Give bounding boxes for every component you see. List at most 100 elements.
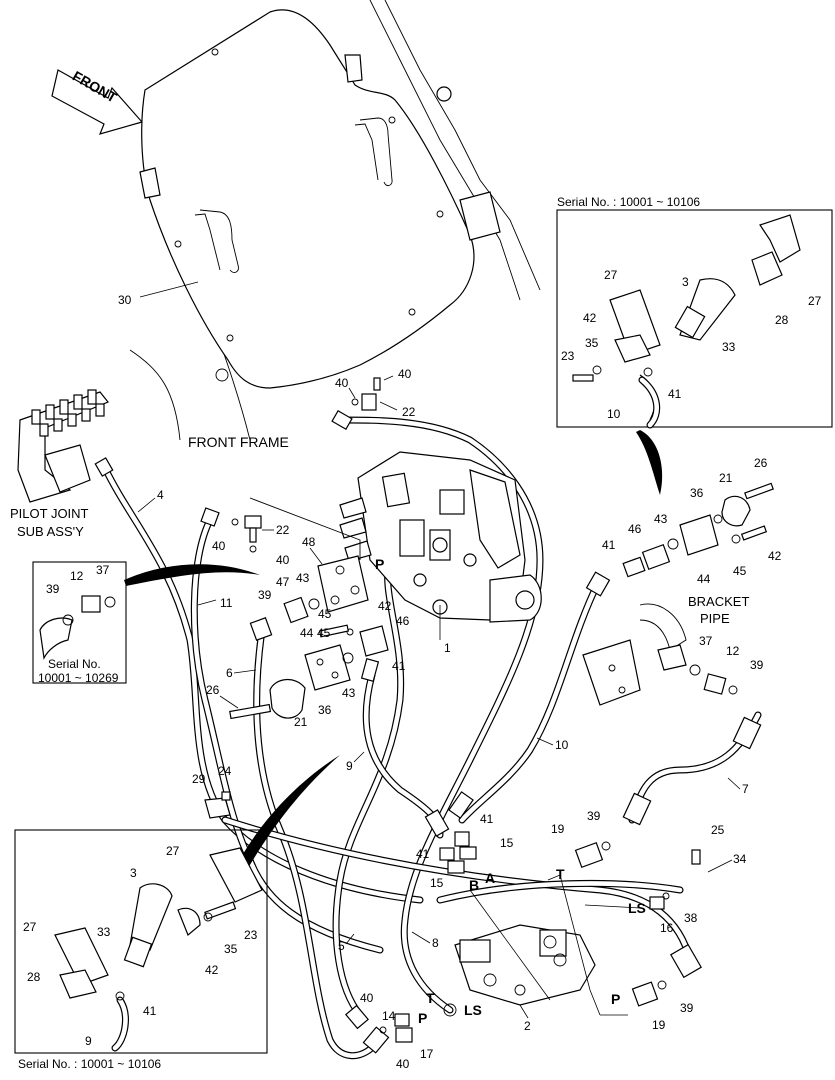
part-9-label-a: 9 [346,759,353,773]
part-30-label: 30 [118,293,132,307]
part-27-label-c: 27 [166,844,180,858]
flange-group-left: 44 45 46 41 43 36 21 26 6 11 4 [137,488,410,729]
front-frame-label: FRONT FRAME [188,434,289,450]
part-46-label-b: 46 [628,522,642,536]
port-p-label-c: P [611,991,620,1007]
fittings-14-17: 14 40 40 17 5 8 [338,931,439,1071]
serial-bottom-left: Serial No. : 10001 ~ 10106 [18,1057,161,1071]
part-28-label-a: 28 [775,313,789,327]
part-37-label-a: 37 [96,563,110,577]
part-42-label-c: 42 [768,549,782,563]
inset-serial-10269: 39 12 37 Serial No. 10001 ~ 10269 [32,561,127,685]
hose-fittings [94,409,762,1054]
part-39-label-c: 39 [750,658,764,672]
port-t-label-a: T [426,990,435,1006]
inset-pointer-top-right [636,430,663,495]
serial-left-1: Serial No. [48,657,101,671]
part-1-label: 1 [444,641,451,655]
part-8-label: 8 [432,936,439,950]
part-44-label-b: 44 [697,572,711,586]
part-3-label-b: 3 [130,866,137,880]
part-41-label-a: 41 [392,659,406,673]
part-39-label-d: 39 [587,809,601,823]
part-37-label-b: 37 [699,634,713,648]
part-27-label-a: 27 [604,268,618,282]
part-48-label: 48 [302,535,316,549]
inset-serial-10106-bottom: 27 3 33 27 28 23 35 42 41 9 Serial No. :… [14,829,268,1071]
fittings-15-ab: 41 15 41 15 B A [416,812,514,893]
front-arrow: FRONT [51,68,144,135]
part-41-label-e: 41 [416,847,430,861]
part-6-label: 6 [226,666,233,680]
part-40-label-b: 40 [398,367,412,381]
inset-pointer-bottom-left [234,755,340,875]
part-42-label-b: 42 [583,311,597,325]
part-19-label-b: 19 [652,1018,666,1032]
part-34-label: 34 [733,852,747,866]
pipe-label: PIPE [700,611,730,626]
part-10-label-a: 10 [607,407,621,421]
port-b-label: B [469,877,479,893]
part-41-label-d: 41 [480,812,494,826]
part-33-label-a: 33 [722,340,736,354]
part-19-label-a: 19 [551,822,565,836]
serial-top-right: Serial No. : 10001 ~ 10106 [557,195,700,209]
part-7-label: 7 [742,782,749,796]
pilot-joint-sub-assy: PILOT JOINT SUB ASS'Y [10,389,109,539]
part-33-label-b: 33 [97,925,111,939]
part-14-label: 14 [382,1009,396,1023]
port-p-label-b: P [418,1010,427,1026]
port-ls-label-b: LS [628,900,646,916]
part-40-label-c: 40 [212,539,226,553]
part-44-label-a: 44 [300,626,314,640]
port-p-label-a: P [375,556,384,572]
part-35-label-b: 35 [224,942,238,956]
part-23-label-b: 23 [244,928,258,942]
part-36-label-a: 36 [318,703,332,717]
front-frame-cover: 30 [118,0,541,441]
pilot-joint-fittings [31,389,105,437]
part-41-label-f: 41 [143,1004,157,1018]
part-23-label-a: 23 [561,349,575,363]
part-12-label-a: 12 [70,569,84,583]
right-lower-fittings: 19 39 T LS 16 38 25 34 P 19 39 [551,809,747,1032]
middle-labels: 9 29 24 [192,751,365,819]
pilot-joint-label-2: SUB ASS'Y [17,524,84,539]
port-t-label-b: T [556,866,565,882]
part-41-label-c: 41 [602,538,616,552]
part-28-label-b: 28 [27,970,41,984]
part-42-label-d: 42 [205,963,219,977]
part-29-label: 29 [192,772,206,786]
part-47-label: 47 [276,575,290,589]
part-45-label-c: 45 [733,564,747,578]
part-15-label-b: 15 [430,876,444,890]
part-46-label-a: 46 [396,614,410,628]
bracket-label: BRACKET [688,594,749,609]
part-27-label-d: 27 [23,920,37,934]
part-22-label-b: 22 [276,523,290,537]
port-a-label: A [485,870,495,886]
part-43-label-a: 43 [296,571,310,585]
secondary-valve: 2 LS T P [418,874,641,1033]
part-43-label-c: 43 [654,512,668,526]
part-9-label-b: 9 [85,1034,92,1048]
serial-left-2: 10001 ~ 10269 [38,671,119,685]
part-25-label: 25 [711,823,725,837]
part-39-label-b: 39 [46,582,60,596]
part-21-label-b: 21 [719,471,733,485]
part-21-label-a: 21 [294,715,308,729]
part-39-label-a: 39 [258,588,272,602]
part-22-label-a: 22 [402,405,416,419]
part-12-label-b: 12 [726,644,740,658]
part-11-label: 11 [220,596,233,610]
part-41-label-b: 41 [668,387,682,401]
part-35-label-a: 35 [585,336,599,350]
part-4-label: 4 [157,488,164,502]
part-17-label: 17 [420,1047,434,1061]
part-40-label-d: 40 [276,553,290,567]
part-3-label-a: 3 [682,275,689,289]
inset-serial-10106-top: Serial No. : 10001 ~ 10106 27 3 27 28 42… [556,195,833,429]
part-42-label-a: 42 [378,599,392,613]
part-40-label-f: 40 [396,1057,410,1071]
